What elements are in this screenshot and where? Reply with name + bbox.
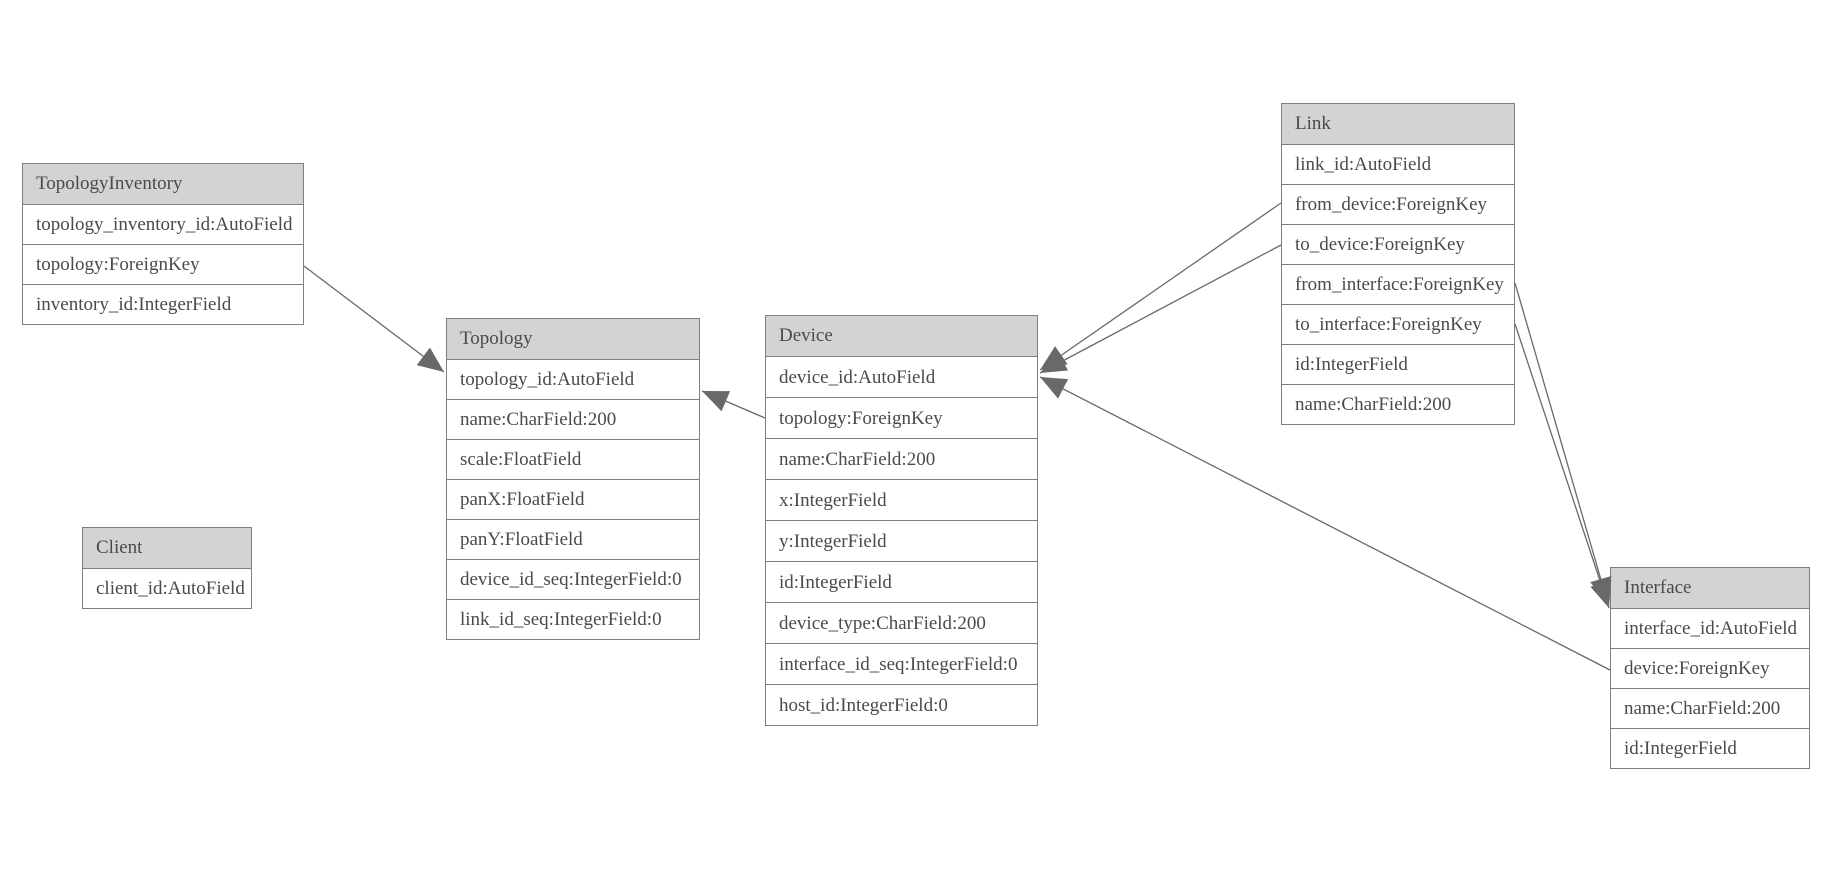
field-device_id_seq: device_id_seq:IntegerField:0 — [447, 559, 699, 599]
edge-link-todevice-to-device — [1039, 244, 1282, 374]
field-interface-id: id:IntegerField — [1611, 728, 1809, 768]
field-link-name: name:CharField:200 — [1282, 384, 1514, 424]
entity-device-header: Device — [766, 316, 1037, 356]
field-device_type: device_type:CharField:200 — [766, 602, 1037, 643]
field-interface_id: interface_id:AutoField — [1611, 608, 1809, 648]
entity-link-header: Link — [1282, 104, 1514, 144]
entity-interface: Interface interface_id:AutoField device:… — [1610, 567, 1810, 769]
entity-interface-header: Interface — [1611, 568, 1809, 608]
entity-client-header: Client — [83, 528, 251, 568]
entity-topologyinventory-header: TopologyInventory — [23, 164, 303, 204]
field-link-id: id:IntegerField — [1282, 344, 1514, 384]
field-topology-name: name:CharField:200 — [447, 399, 699, 439]
entity-client: Client client_id:AutoField — [82, 527, 252, 609]
field-link_id_seq: link_id_seq:IntegerField:0 — [447, 599, 699, 639]
entity-device: Device device_id:AutoField topology:Fore… — [765, 315, 1038, 726]
field-host_id: host_id:IntegerField:0 — [766, 684, 1037, 725]
field-device_id: device_id:AutoField — [766, 356, 1037, 397]
field-interface-device: device:ForeignKey — [1611, 648, 1809, 688]
edge-topologyinventory-to-topology — [303, 265, 445, 373]
entity-topology-header: Topology — [447, 319, 699, 359]
edge-link-frominterface-to-interface — [1514, 282, 1612, 605]
entity-topologyinventory: TopologyInventory topology_inventory_id:… — [22, 163, 304, 325]
field-scale: scale:FloatField — [447, 439, 699, 479]
field-device-id: id:IntegerField — [766, 561, 1037, 602]
field-client_id: client_id:AutoField — [83, 568, 251, 608]
field-panx: panX:FloatField — [447, 479, 699, 519]
edge-device-to-topology — [701, 390, 766, 419]
field-inventory_id: inventory_id:IntegerField — [23, 284, 303, 324]
field-to_device: to_device:ForeignKey — [1282, 224, 1514, 264]
field-x: x:IntegerField — [766, 479, 1037, 520]
entity-topology: Topology topology_id:AutoField name:Char… — [446, 318, 700, 640]
field-to_interface: to_interface:ForeignKey — [1282, 304, 1514, 344]
field-interface_id_seq: interface_id_seq:IntegerField:0 — [766, 643, 1037, 684]
field-topology_inventory_id: topology_inventory_id:AutoField — [23, 204, 303, 244]
field-topology_id: topology_id:AutoField — [447, 359, 699, 399]
field-from_interface: from_interface:ForeignKey — [1282, 264, 1514, 304]
field-y: y:IntegerField — [766, 520, 1037, 561]
field-pany: panY:FloatField — [447, 519, 699, 559]
field-interface-name: name:CharField:200 — [1611, 688, 1809, 728]
field-from_device: from_device:ForeignKey — [1282, 184, 1514, 224]
field-link_id: link_id:AutoField — [1282, 144, 1514, 184]
field-ti-topology: topology:ForeignKey — [23, 244, 303, 284]
field-device-name: name:CharField:200 — [766, 438, 1037, 479]
field-device-topology: topology:ForeignKey — [766, 397, 1037, 438]
edge-link-tointerface-to-interface — [1514, 323, 1612, 609]
edge-link-fromdevice-to-device — [1039, 202, 1282, 371]
entity-link: Link link_id:AutoField from_device:Forei… — [1281, 103, 1515, 425]
